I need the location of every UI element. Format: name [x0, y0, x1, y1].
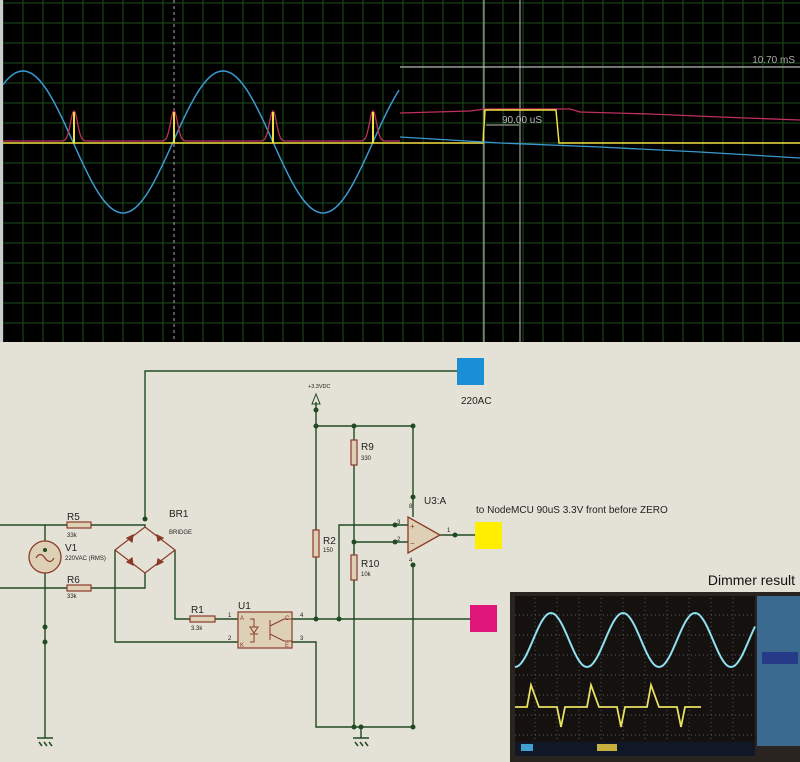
r1-value: 3.3k [191, 626, 203, 632]
digital-trace-zoomed [400, 109, 800, 144]
r6-value: 33k [67, 594, 78, 600]
u3-minus: − [410, 539, 415, 548]
photo-title: Dimmer result [708, 572, 795, 588]
u3-label: U3:A [424, 496, 447, 507]
opamp-icon [407, 515, 442, 555]
probe-output[interactable] [475, 522, 502, 549]
bridge-rectifier-icon [114, 526, 176, 574]
u1-pin-2: 2 [228, 636, 232, 642]
probe-220ac[interactable] [457, 358, 484, 385]
cursor-time-label: 10.70 mS [752, 55, 795, 66]
dimmer-result-photo [510, 592, 800, 762]
probe-220ac-label: 220AC [461, 396, 492, 407]
u1-pin-c: C [285, 616, 290, 622]
u1-pin-a: A [240, 616, 244, 622]
probe-output-label: to NodeMCU 90uS 3.3V front before ZERO [476, 505, 668, 516]
v1-value: 220VAC (RMS) [65, 556, 106, 562]
u3-pin-3: 3 [397, 520, 401, 526]
r5-value: 33k [67, 533, 78, 539]
u1-pin-4: 4 [300, 613, 304, 619]
pulse-trace-overview [3, 109, 400, 142]
ground-icon [353, 737, 369, 747]
junction-dots [42, 407, 458, 730]
supply-label: +3.3VDC [308, 384, 330, 390]
ac-source-icon [28, 540, 62, 574]
br1-value: BRIDGE [169, 530, 192, 536]
br1-label: BR1 [169, 509, 189, 520]
r1-label: R1 [191, 605, 204, 616]
r2-value: 150 [323, 548, 334, 554]
u1-pin-e: E [285, 643, 289, 649]
scope-grid [0, 0, 800, 342]
probe-collector[interactable] [470, 605, 497, 632]
r9-label: R9 [361, 442, 374, 453]
scope-left-border [0, 0, 3, 342]
r2-label: R2 [323, 536, 336, 547]
u3-pin-2: 2 [397, 537, 401, 543]
schematic: R5 33k R6 33k V1 220VAC (RMS) BR1 BRIDGE… [0, 358, 800, 762]
r9-value: 330 [361, 456, 372, 462]
v1-label: V1 [65, 543, 78, 554]
r10-value: 10k [361, 572, 372, 578]
u1-pin-1: 1 [228, 613, 232, 619]
supply-arrow-icon [311, 392, 321, 405]
u3-plus: + [410, 522, 415, 531]
u3-pin-4: 4 [409, 558, 413, 564]
sine-trace-zoomed [399, 136, 800, 159]
resistor-bodies [66, 439, 358, 623]
pulse-width-label: 90.00 uS [502, 115, 542, 126]
u1-label: U1 [238, 601, 251, 612]
u1-pin-k: K [240, 643, 244, 649]
pulse-trace-zoomed [399, 108, 800, 121]
u3-pin-8: 8 [409, 504, 413, 510]
u3-pin-1: 1 [447, 528, 451, 534]
oscilloscope-view: 10.70 mS 90.00 uS [0, 0, 800, 342]
r5-label: R5 [67, 512, 80, 523]
ground-icon [37, 737, 53, 747]
optocoupler-icon [237, 611, 293, 649]
u1-pin-3: 3 [300, 636, 304, 642]
wires [0, 370, 475, 738]
r6-label: R6 [67, 575, 80, 586]
sine-trace-overview [2, 70, 400, 214]
digital-spikes [73, 112, 374, 143]
r10-label: R10 [361, 559, 380, 570]
